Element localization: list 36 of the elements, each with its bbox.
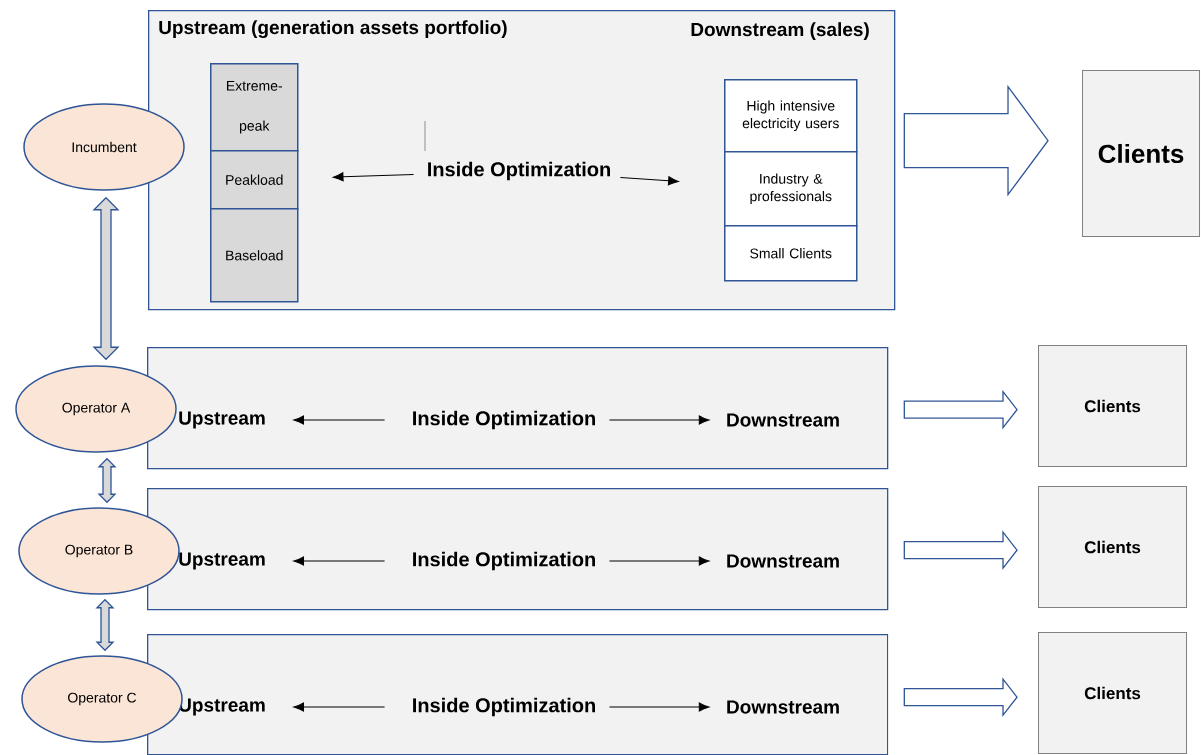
segment-box: High intensive electricity users xyxy=(724,79,858,153)
center-label: Inside Optimization xyxy=(413,697,595,717)
arrow xyxy=(608,556,710,566)
arrow xyxy=(332,172,415,182)
clients-box: Clients xyxy=(1082,70,1200,237)
segment-box: Small Clients xyxy=(724,225,858,282)
section-heading: Upstream (generation assets portfolio) xyxy=(159,20,507,38)
section-heading: Downstream (sales) xyxy=(691,22,869,40)
arrow xyxy=(293,415,386,425)
arrow xyxy=(608,415,710,425)
panel xyxy=(147,488,889,611)
stack-cell: Peakload xyxy=(210,150,299,210)
panel xyxy=(147,634,889,755)
segment-box: Industry & professionals xyxy=(724,151,858,227)
side-label: Downstream xyxy=(727,413,839,427)
side-label: Downstream xyxy=(727,700,839,714)
stack-cell: Baseload xyxy=(210,208,299,303)
block-arrow xyxy=(903,389,1018,430)
side-label: Upstream xyxy=(179,411,265,429)
center-label: Inside Optimization xyxy=(413,551,595,571)
arrow xyxy=(619,176,679,186)
clients-box: Clients xyxy=(1038,345,1187,467)
clients-box: Clients xyxy=(1038,632,1187,754)
center-label: Inside Optimization xyxy=(428,161,610,181)
panel xyxy=(147,347,889,470)
block-arrow xyxy=(903,84,1049,197)
arrow xyxy=(293,702,386,712)
stack-cell: Extreme- peak xyxy=(210,63,299,152)
center-label: Inside Optimization xyxy=(413,410,595,430)
block-arrow xyxy=(903,677,1018,718)
side-label: Upstream xyxy=(179,552,265,570)
arrow xyxy=(608,702,710,712)
clients-box: Clients xyxy=(1038,486,1187,608)
side-label: Downstream xyxy=(727,554,839,568)
block-arrow xyxy=(903,530,1018,571)
arrow xyxy=(293,556,386,566)
